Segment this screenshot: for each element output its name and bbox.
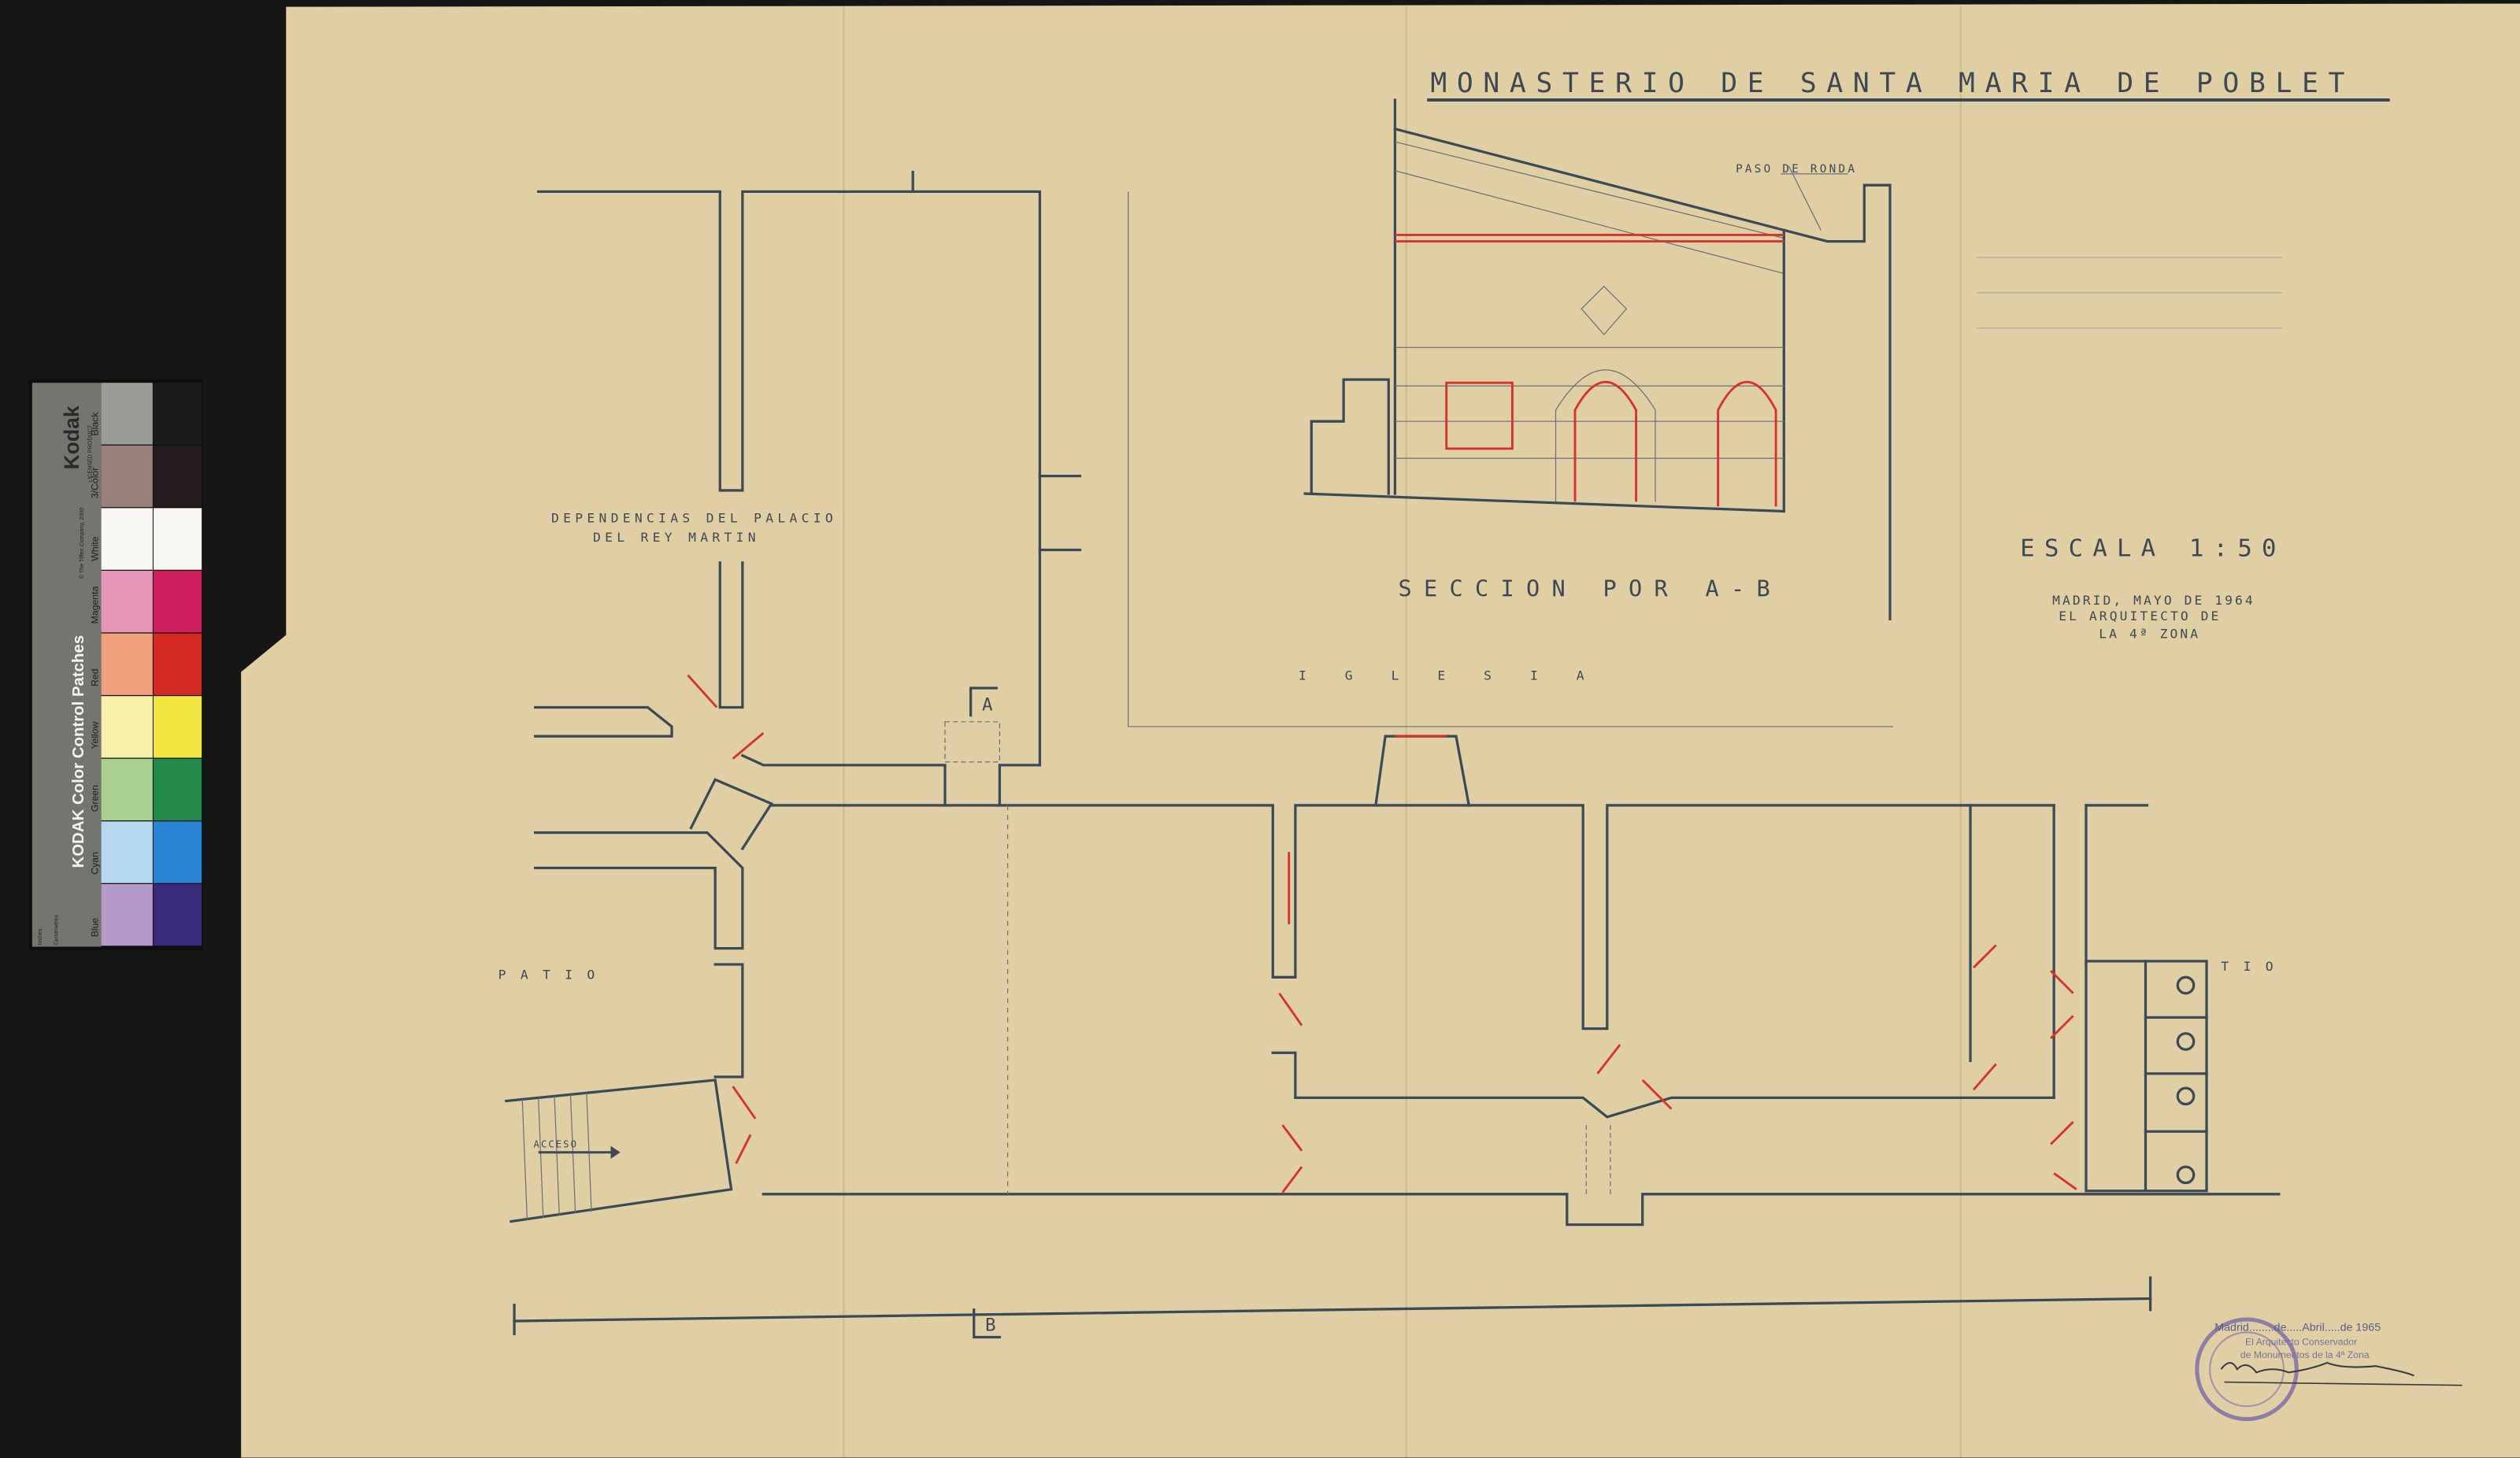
date-line-2: EL ARQUITECTO DE — [2059, 609, 2221, 624]
patch-label: Blue — [89, 918, 100, 938]
floor-plan — [505, 170, 2281, 1339]
door-swings — [687, 674, 2077, 1193]
color-patch-light — [101, 633, 153, 695]
drawing-title: MONASTERIO DE SANTA MARIA DE POBLET — [1430, 68, 2355, 99]
color-patch-light — [101, 570, 153, 633]
stamp-line-1: Madrid........de.....Abril.....de 1965 — [2214, 1321, 2381, 1334]
section-mark-b: B — [985, 1315, 996, 1335]
section-elevation — [1303, 98, 1892, 620]
color-patch-dark — [153, 383, 202, 445]
label-iglesia: IGLESIA — [1299, 668, 1623, 683]
section-mark-a: A — [982, 695, 993, 716]
card-units-inches: Inches — [37, 928, 43, 945]
patch-label: Black — [89, 412, 100, 436]
color-patch-dark — [153, 445, 202, 508]
kodak-color-card: Kodak KODAK Color Control Patches © The … — [28, 379, 203, 950]
patch-label: 3/Color — [89, 468, 100, 498]
color-patch-dark — [153, 570, 202, 633]
color-patch-dark — [153, 696, 202, 758]
color-patch-dark — [153, 508, 202, 570]
label-paso-de-ronda: PASO DE RONDA — [1736, 163, 1857, 176]
card-copyright: © The Tiffen Company, 2000 — [79, 508, 85, 579]
color-patch-light — [101, 445, 153, 508]
signature — [2220, 1362, 2414, 1377]
scale-label: ESCALA 1:50 — [2020, 535, 2285, 563]
patch-label: Yellow — [89, 721, 100, 749]
patch-label: Magenta — [89, 587, 100, 624]
color-patch-dark — [153, 883, 202, 946]
toilet-icon — [2176, 1165, 2196, 1185]
stamp-line-3: de Monumentos de la 4ª Zona — [2240, 1349, 2370, 1360]
toilet-icon — [2176, 1032, 2196, 1051]
toilet-icon — [2176, 1086, 2196, 1106]
color-patch-dark — [153, 758, 202, 821]
label-patio: PATIO — [498, 967, 610, 982]
patch-label: Cyan — [89, 852, 100, 875]
stamp-line-2: El Arquitecto Conservador — [2245, 1337, 2357, 1348]
color-patch-light — [101, 508, 153, 570]
section-title: SECCION POR A-B — [1399, 575, 1783, 602]
card-brand: Kodak — [60, 405, 83, 469]
label-patio-right: TIO — [2221, 959, 2288, 974]
patch-label: White — [89, 536, 100, 561]
label-dependencias-1: DEPENDENCIAS DEL PALACIO — [551, 511, 837, 526]
color-patch-light — [101, 696, 153, 758]
date-line-1: MADRID, MAYO DE 1964 — [2052, 593, 2255, 608]
toilet-icon — [2176, 975, 2196, 995]
card-units-cm: Centimetres — [53, 915, 59, 945]
card-title: KODAK Color Control Patches — [70, 635, 87, 868]
label-dependencias-2: DEL REY MARTIN — [593, 530, 760, 545]
coat-of-arms-icon — [1581, 285, 1628, 335]
color-patch-light — [101, 883, 153, 946]
label-acceso: ACCESO — [534, 1139, 578, 1150]
date-line-3: LA 4ª ZONA — [2099, 627, 2200, 642]
card-ruler — [32, 383, 102, 947]
ruled-lines — [1977, 257, 2282, 329]
patch-label: Red — [89, 668, 100, 686]
color-patch-light — [101, 821, 153, 883]
color-patch-dark — [153, 633, 202, 695]
color-patch-light — [101, 758, 153, 821]
staircase — [505, 1079, 733, 1223]
paper-sheet — [241, 3, 2520, 1458]
patch-label: Green — [89, 785, 100, 812]
color-patch-light — [101, 383, 153, 445]
card-licensed: LICENSED PRODUCT — [87, 424, 93, 482]
color-patch-dark — [153, 821, 202, 883]
official-stamp: Madrid........de.....Abril.....de 1965 E… — [2195, 1317, 2463, 1422]
